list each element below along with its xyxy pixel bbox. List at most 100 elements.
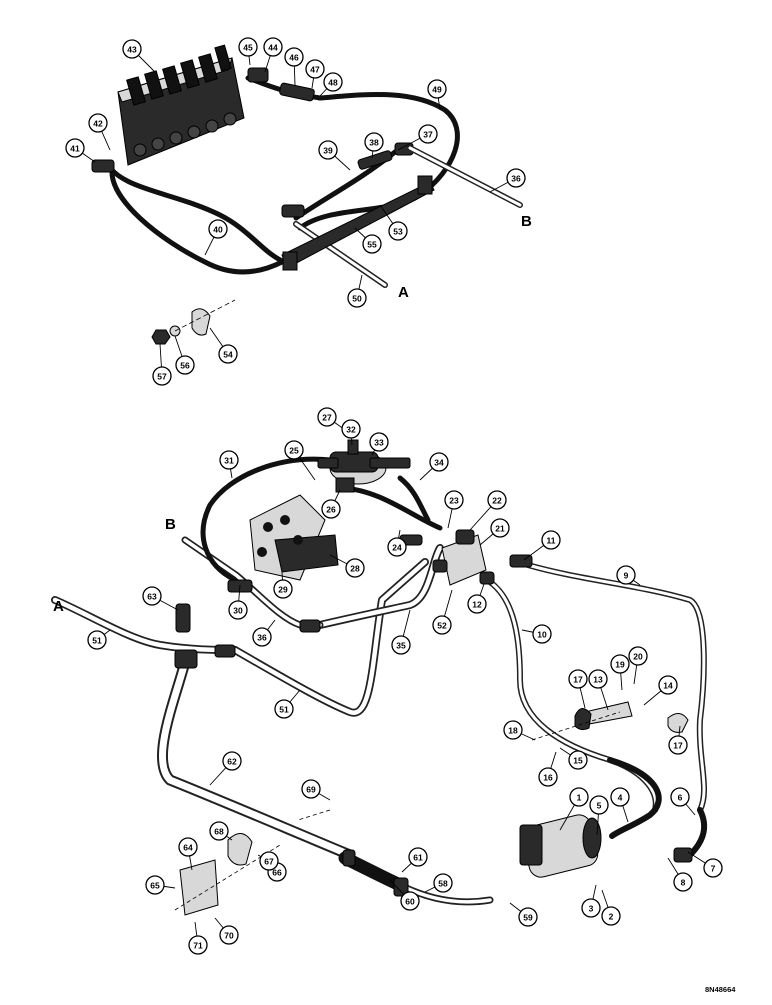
callout-bubble bbox=[569, 787, 589, 807]
callout-number: 18 bbox=[508, 726, 518, 736]
callout-42: 42 bbox=[88, 113, 108, 133]
relief-valve-block bbox=[432, 529, 495, 586]
callout-number: 15 bbox=[573, 756, 583, 766]
callout-bubble bbox=[259, 851, 279, 871]
callout-number: 54 bbox=[223, 350, 233, 360]
callout-62: 62 bbox=[222, 751, 242, 771]
callout-number: 25 bbox=[289, 446, 299, 456]
callout-18: 18 bbox=[503, 720, 523, 740]
callout-bubble bbox=[589, 795, 609, 815]
callout-number: 68 bbox=[214, 827, 224, 837]
callout-bubble bbox=[387, 537, 407, 557]
callout-number: 45 bbox=[243, 43, 253, 53]
callout-bubble bbox=[444, 490, 464, 510]
callout-58: 58 bbox=[433, 873, 453, 893]
callout-70: 70 bbox=[219, 925, 239, 945]
callout-30: 30 bbox=[228, 600, 248, 620]
callout-bubble bbox=[341, 419, 361, 439]
callout-number: 50 bbox=[352, 294, 362, 304]
callout-45: 45 bbox=[238, 37, 258, 57]
callout-40: 40 bbox=[208, 219, 228, 239]
callout-bubble bbox=[673, 872, 693, 892]
callout-bubble bbox=[427, 79, 447, 99]
callout-bubble bbox=[388, 221, 408, 241]
callout-number: 51 bbox=[279, 705, 289, 715]
callout-bubble bbox=[610, 654, 630, 674]
callout-bubble bbox=[208, 219, 228, 239]
callout-52: 52 bbox=[432, 615, 452, 635]
callout-bubble bbox=[222, 751, 242, 771]
callout-bubble bbox=[418, 124, 438, 144]
callout-15: 15 bbox=[568, 750, 588, 770]
callout-28: 28 bbox=[345, 558, 365, 578]
callout-bubble bbox=[228, 600, 248, 620]
callout-bubble bbox=[670, 787, 690, 807]
callout-bubble bbox=[610, 787, 630, 807]
callout-67: 67 bbox=[259, 851, 279, 871]
callout-bubble bbox=[122, 39, 142, 59]
callout-48: 48 bbox=[323, 72, 343, 92]
callout-bubble bbox=[273, 579, 293, 599]
callout-39: 39 bbox=[318, 140, 338, 160]
callout-68: 68 bbox=[209, 821, 229, 841]
callout-number: 59 bbox=[523, 913, 533, 923]
callout-8: 8 bbox=[673, 872, 693, 892]
callout-bubble bbox=[369, 432, 389, 452]
callout-bubble bbox=[364, 132, 384, 152]
callout-number: 39 bbox=[323, 146, 333, 156]
callout-bubble bbox=[88, 113, 108, 133]
callout-25: 25 bbox=[284, 440, 304, 460]
callout-bubble bbox=[145, 875, 165, 895]
callout-number: 64 bbox=[183, 843, 193, 853]
callout-bubble bbox=[142, 586, 162, 606]
callout-number: 61 bbox=[413, 853, 423, 863]
callout-14: 14 bbox=[658, 675, 678, 695]
callout-bubble bbox=[218, 344, 238, 364]
callout-number: 6 bbox=[678, 793, 683, 803]
callout-63: 63 bbox=[142, 586, 162, 606]
callout-bubble bbox=[219, 925, 239, 945]
callout-number: 23 bbox=[449, 496, 459, 506]
callout-bubble bbox=[400, 891, 420, 911]
callout-41: 41 bbox=[65, 138, 85, 158]
callout-number: 22 bbox=[492, 496, 502, 506]
callout-16: 16 bbox=[538, 767, 558, 787]
callout-43: 43 bbox=[122, 39, 142, 59]
callout-number: 17 bbox=[673, 741, 683, 751]
callout-26: 26 bbox=[321, 499, 341, 519]
callout-bubble bbox=[301, 779, 321, 799]
callout-number: 69 bbox=[306, 785, 316, 795]
callout-number: 62 bbox=[227, 757, 237, 767]
callout-number: 31 bbox=[224, 456, 234, 466]
callout-32: 32 bbox=[341, 419, 361, 439]
callout-bubble bbox=[703, 858, 723, 878]
callout-bubble bbox=[175, 355, 195, 375]
callout-number: 17 bbox=[573, 675, 583, 685]
callout-number: 67 bbox=[264, 857, 274, 867]
connection-marker-b: B bbox=[521, 213, 532, 230]
callout-50: 50 bbox=[347, 288, 367, 308]
callout-21: 21 bbox=[490, 518, 510, 538]
callout-number: 55 bbox=[367, 240, 377, 250]
callout-61: 61 bbox=[408, 847, 428, 867]
callout-number: 70 bbox=[224, 931, 234, 941]
callout-number: 47 bbox=[310, 65, 320, 75]
callout-number: 52 bbox=[437, 621, 447, 631]
callout-2: 2 bbox=[601, 906, 621, 926]
callout-number: 19 bbox=[615, 660, 625, 670]
callout-number: 34 bbox=[434, 458, 444, 468]
callout-37: 37 bbox=[418, 124, 438, 144]
callout-4: 4 bbox=[610, 787, 630, 807]
callout-22: 22 bbox=[487, 490, 507, 510]
connection-marker-b: B bbox=[165, 516, 176, 533]
callout-number: 14 bbox=[663, 681, 673, 691]
callout-bubble bbox=[284, 440, 304, 460]
callout-bubble bbox=[345, 558, 365, 578]
callout-57: 57 bbox=[152, 366, 172, 386]
callout-bubble bbox=[65, 138, 85, 158]
callout-49: 49 bbox=[427, 79, 447, 99]
callout-bubble bbox=[318, 140, 338, 160]
callout-number: 13 bbox=[593, 675, 603, 685]
callout-number: 10 bbox=[537, 630, 547, 640]
